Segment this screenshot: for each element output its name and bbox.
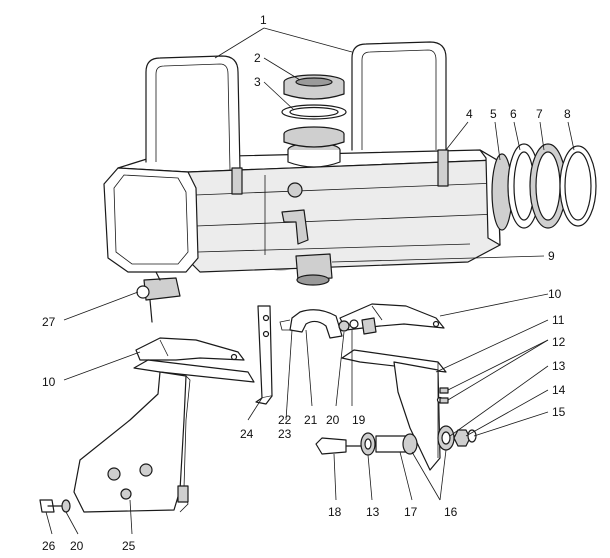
callout-labels: 1 2 3 4 5 6 7 8 9 10 11 12 13 14 15 16 1… bbox=[42, 13, 571, 553]
hose-clamp bbox=[279, 309, 343, 339]
callout-4: 4 bbox=[466, 107, 473, 121]
callout-25: 25 bbox=[122, 539, 136, 553]
callout-6: 6 bbox=[510, 107, 517, 121]
callout-5: 5 bbox=[490, 107, 497, 121]
callout-14: 14 bbox=[552, 383, 566, 397]
fastener-group bbox=[338, 317, 377, 335]
callout-15: 15 bbox=[552, 405, 566, 419]
leader-lines bbox=[45, 27, 575, 535]
callout-19: 19 bbox=[352, 413, 366, 427]
callout-26: 26 bbox=[42, 539, 56, 553]
fuel-tank bbox=[103, 142, 501, 323]
callout-16: 16 bbox=[444, 505, 458, 519]
callout-12: 12 bbox=[552, 335, 566, 349]
callout-3: 3 bbox=[254, 75, 261, 89]
callout-18: 18 bbox=[328, 505, 342, 519]
callout-22: 22 bbox=[278, 413, 292, 427]
tank-strap-right bbox=[351, 41, 449, 187]
callout-10-right: 10 bbox=[548, 287, 562, 301]
bushing-assembly bbox=[315, 387, 477, 456]
callout-8: 8 bbox=[564, 107, 571, 121]
callout-9: 9 bbox=[548, 249, 555, 263]
bolt-lower-left bbox=[39, 499, 71, 513]
filler-cap bbox=[283, 74, 345, 100]
callout-13-right: 13 bbox=[552, 359, 566, 373]
callout-20-middle: 20 bbox=[326, 413, 340, 427]
callout-24: 24 bbox=[240, 427, 254, 441]
callout-7: 7 bbox=[536, 107, 543, 121]
callout-23: 23 bbox=[278, 427, 292, 441]
callout-2: 2 bbox=[254, 51, 261, 65]
support-plate-lower bbox=[135, 337, 245, 361]
callout-21: 21 bbox=[304, 413, 318, 427]
mounting-bracket-left bbox=[73, 359, 255, 513]
tank-strap-left bbox=[145, 55, 243, 195]
callout-27: 27 bbox=[42, 315, 56, 329]
callout-1: 1 bbox=[260, 13, 267, 27]
cap-gasket bbox=[281, 104, 347, 148]
callout-11: 11 bbox=[552, 313, 565, 327]
callout-20-bottom: 20 bbox=[70, 539, 84, 553]
callout-10-left: 10 bbox=[42, 375, 56, 389]
callout-13-bottom: 13 bbox=[366, 505, 380, 519]
callout-17: 17 bbox=[404, 505, 418, 519]
vertical-bracket bbox=[255, 305, 273, 405]
end-ring-set bbox=[491, 143, 597, 231]
